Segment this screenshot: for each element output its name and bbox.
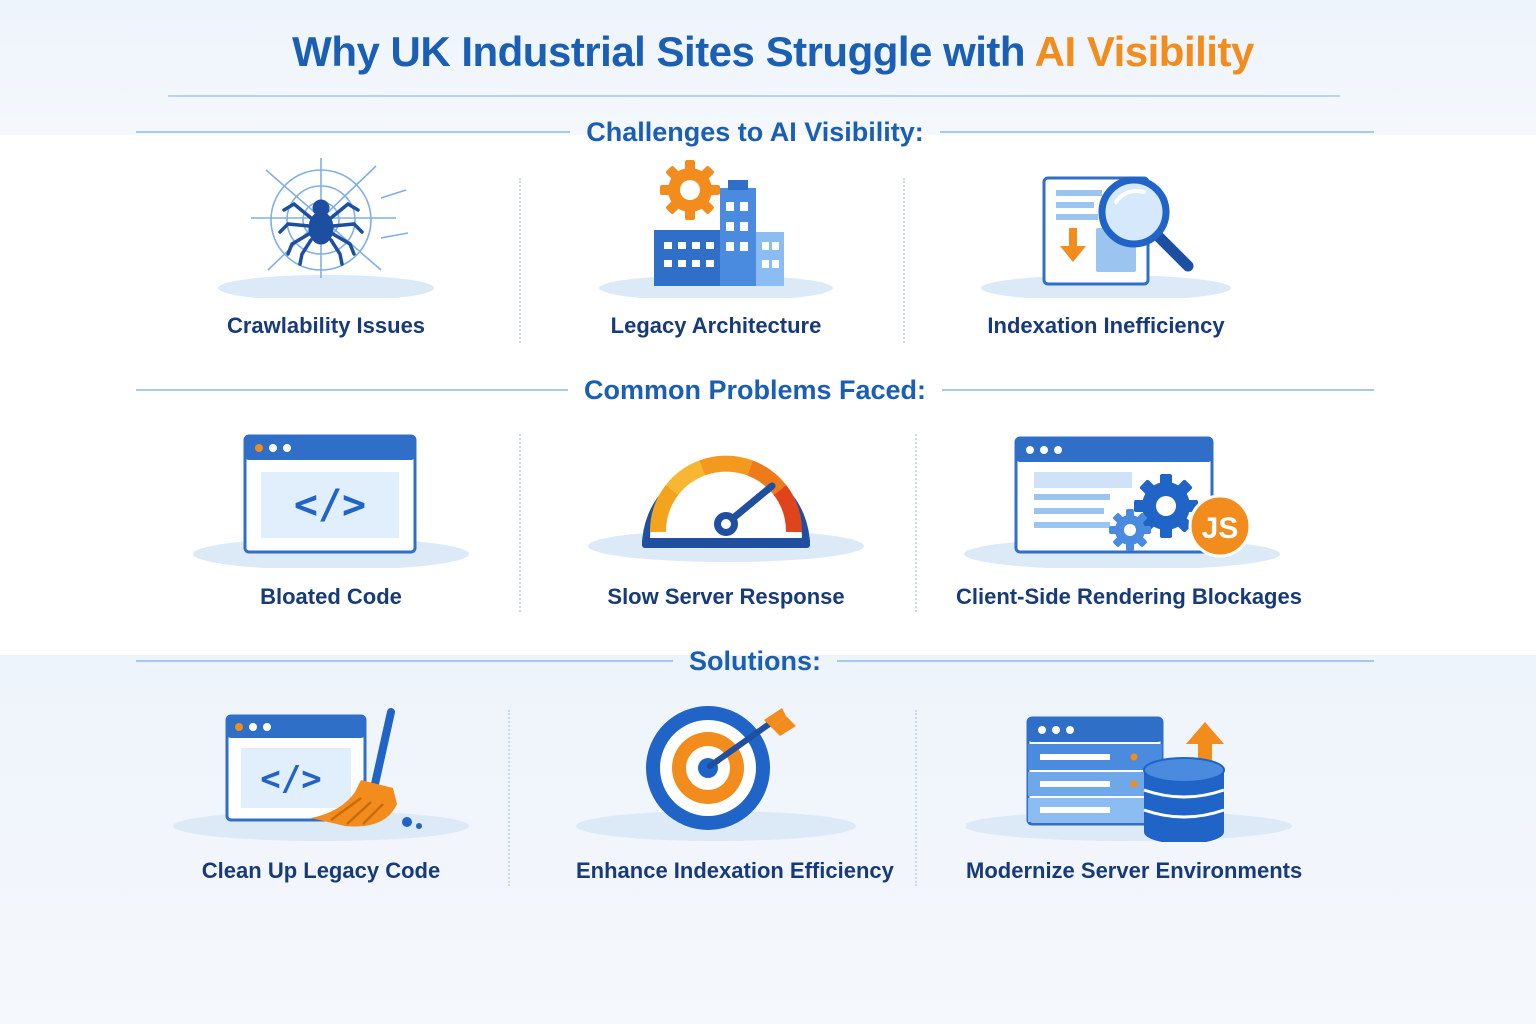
card-label: Modernize Server Environments bbox=[966, 858, 1303, 883]
column-divider bbox=[519, 434, 521, 612]
page-title-main: Why UK Industrial Sites Struggle with bbox=[292, 28, 1035, 75]
section-rule-left bbox=[136, 131, 571, 133]
page-title: Why UK Industrial Sites Struggle with AI… bbox=[282, 28, 1254, 98]
section-header-challenges: Challenges to AI Visibility: bbox=[136, 114, 1375, 150]
column-divider bbox=[903, 178, 905, 343]
section-row-challenges: Crawlability Issues bbox=[136, 158, 1374, 358]
card-label: Crawlability Issues bbox=[226, 313, 426, 338]
section-header-problems: Common Problems Faced: bbox=[136, 372, 1374, 408]
card-indexation: Indexation Inefficiency bbox=[976, 158, 1236, 358]
browser-gears-js-icon: JS bbox=[956, 428, 1286, 568]
card-slow-server: Slow Server Response bbox=[586, 428, 866, 628]
column-divider bbox=[508, 710, 510, 886]
card-label: Legacy Architecture bbox=[610, 313, 822, 338]
speedometer-icon bbox=[586, 428, 866, 568]
code-glyph: </> bbox=[260, 759, 321, 799]
js-badge-text: JS bbox=[1202, 512, 1239, 545]
card-label: Enhance Indexation Efficiency bbox=[576, 858, 894, 883]
code-broom-icon: </> bbox=[171, 702, 471, 842]
section-heading: Solutions: bbox=[689, 645, 821, 676]
document-magnifier-icon bbox=[976, 158, 1236, 298]
section-rule-right bbox=[942, 389, 1374, 391]
code-window-icon: </> bbox=[191, 428, 471, 568]
card-bloated-code: </> Bloated Code bbox=[191, 428, 471, 628]
card-legacy-architecture: Legacy Architecture bbox=[586, 158, 846, 358]
card-modernize-server: Modernize Server Environments bbox=[966, 702, 1303, 902]
section-rule-left bbox=[136, 389, 568, 391]
card-clean-up-code: </> Clean Up Legacy Code bbox=[171, 702, 471, 902]
server-database-icon bbox=[966, 702, 1296, 842]
section-heading: Common Problems Faced: bbox=[583, 374, 927, 405]
card-client-side-rendering: JS Client-Side Rendering Blockages bbox=[956, 428, 1302, 628]
buildings-gear-icon bbox=[586, 158, 846, 298]
card-label: Bloated Code bbox=[260, 584, 402, 609]
code-glyph: </> bbox=[294, 482, 366, 528]
title-divider bbox=[168, 95, 1340, 97]
section-header-solutions: Solutions: bbox=[136, 643, 1375, 679]
card-label: Client-Side Rendering Blockages bbox=[956, 584, 1302, 609]
column-divider bbox=[519, 178, 521, 343]
card-label: Slow Server Response bbox=[607, 584, 845, 609]
card-label: Indexation Inefficiency bbox=[987, 313, 1225, 338]
card-crawlability: Crawlability Issues bbox=[196, 158, 456, 358]
spider-web-icon bbox=[196, 158, 456, 298]
page-title-accent: AI Visibility bbox=[1034, 28, 1255, 75]
section-rule-right bbox=[837, 660, 1375, 662]
page-title-wrap: Why UK Industrial Sites Struggle with AI… bbox=[0, 28, 1536, 98]
card-enhance-indexation: Enhance Indexation Efficiency bbox=[576, 702, 894, 902]
section-row-problems: </> Bloated Code bbox=[136, 428, 1374, 628]
section-row-solutions: </> Clean Up Legacy Code bbox=[136, 702, 1374, 902]
section-rule-left bbox=[136, 660, 674, 662]
column-divider bbox=[915, 434, 917, 612]
section-heading: Challenges to AI Visibility: bbox=[586, 116, 924, 147]
column-divider bbox=[915, 710, 917, 886]
target-arrow-icon bbox=[576, 702, 856, 842]
section-rule-right bbox=[939, 131, 1375, 133]
card-label: Clean Up Legacy Code bbox=[201, 858, 441, 883]
